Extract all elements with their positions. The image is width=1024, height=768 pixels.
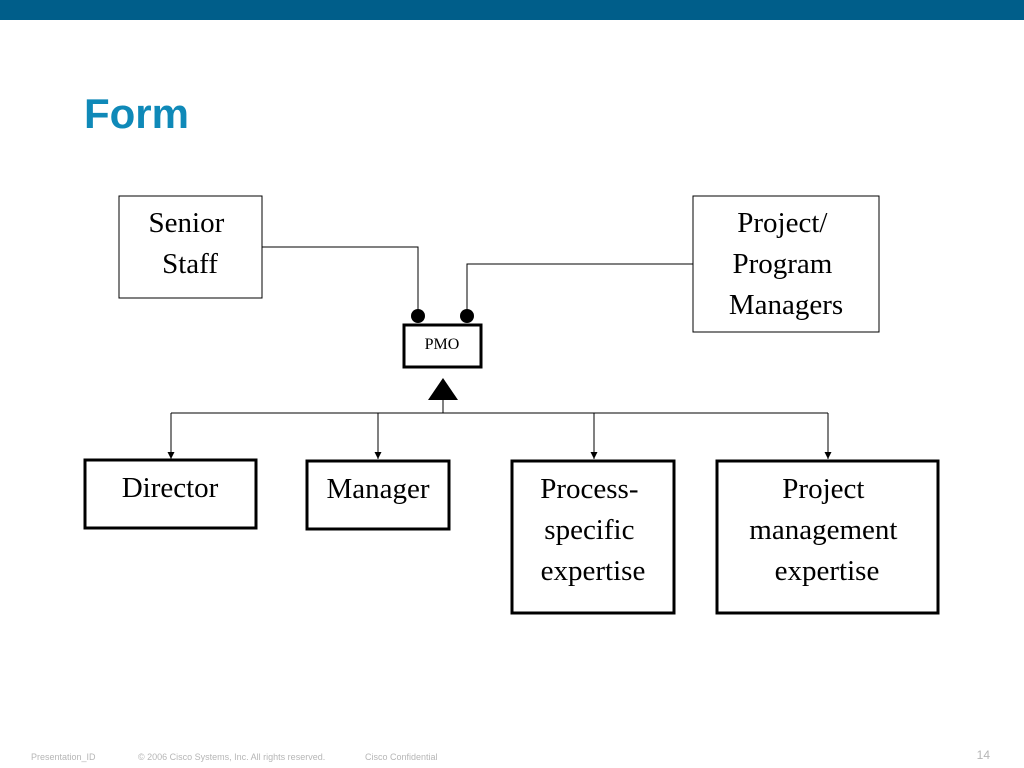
process-specific-expertise-label: Process- specific expertise — [540, 473, 646, 587]
senior-staff-connector-dot — [411, 309, 425, 323]
footer-copyright: © 2006 Cisco Systems, Inc. All rights re… — [138, 752, 326, 762]
process-specific-expertise-box: Process- specific expertise — [510, 459, 676, 615]
hierarchy-triangle — [428, 378, 458, 400]
director-box: Director — [83, 458, 258, 530]
project-management-expertise-box: Project management expertise — [715, 459, 940, 615]
project-management-expertise-label: Project management expertise — [749, 473, 904, 587]
top-accent-bar — [0, 0, 1024, 20]
project-managers-connector-dot — [460, 309, 474, 323]
pmo-box: PMO — [402, 323, 483, 369]
senior-staff-box: Senior Staff — [118, 195, 263, 299]
senior-staff-label: Senior Staff — [149, 207, 232, 280]
senior-staff-connector — [262, 246, 419, 316]
manager-label: Manager — [326, 473, 429, 505]
pmo-label: PMO — [425, 336, 460, 353]
project-program-managers-label: Project/ Program Managers — [729, 207, 843, 321]
slide-title: Form — [84, 90, 189, 137]
page-number: 14 — [976, 748, 990, 762]
manager-box: Manager — [305, 459, 451, 531]
project-managers-connector — [466, 263, 693, 316]
footer-presentation-id: Presentation_ID — [31, 752, 96, 762]
footer-confidential: Cisco Confidential — [365, 752, 438, 762]
project-program-managers-box: Project/ Program Managers — [692, 195, 880, 333]
director-label: Director — [122, 472, 219, 504]
